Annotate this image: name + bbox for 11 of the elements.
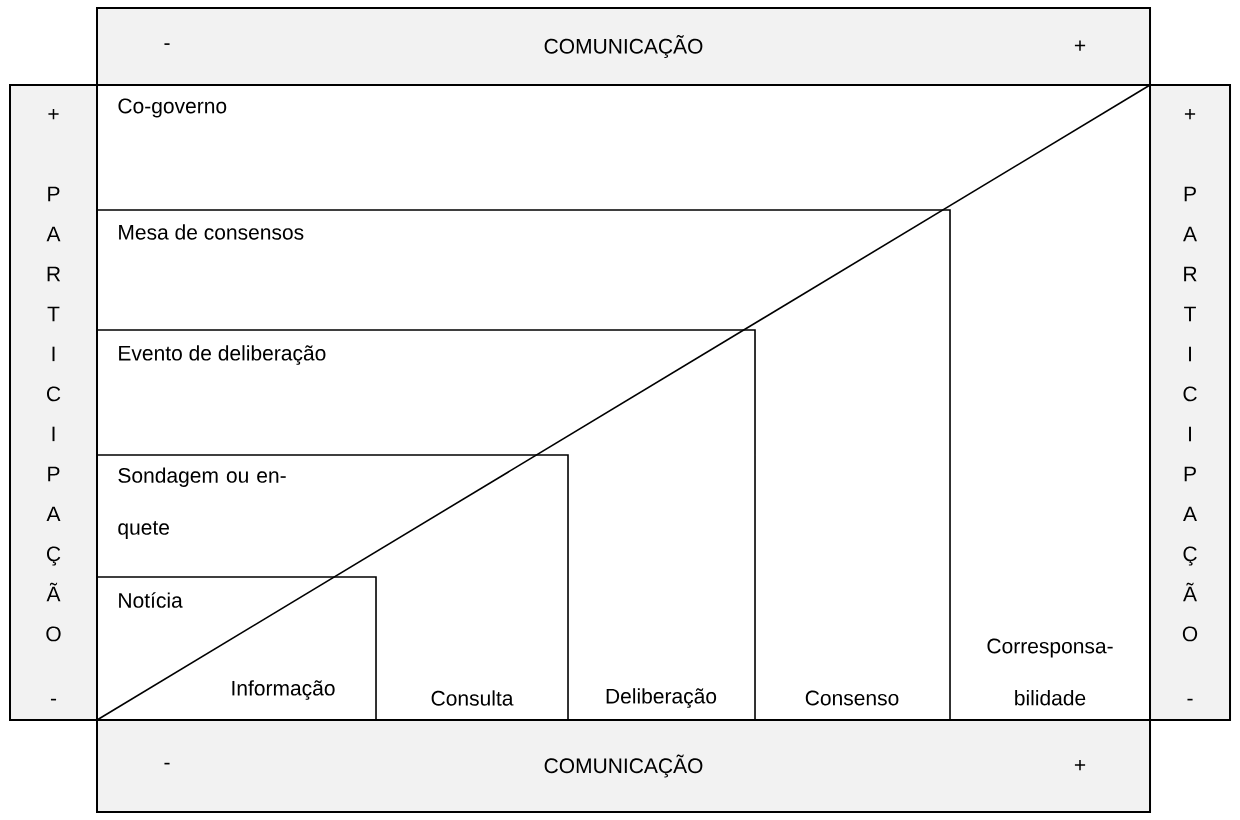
participation-band: + - PARTICIPAÇÃO (9, 84, 98, 721)
participation-band: + - PARTICIPAÇÃO (1149, 84, 1231, 721)
communication-band: COMUNICAÇÃO - + (96, 719, 1151, 813)
cell-label: Co-governo (118, 98, 227, 118)
cell-label: Evento de deliberação (119, 345, 326, 365)
cell-label: Informação (232, 680, 335, 700)
cell-label: Corresponsa- bilidade (987, 638, 1113, 706)
cell-label: Mesa de consensos (119, 224, 304, 240)
cell-label: Notícia (119, 592, 183, 608)
cell-label: Sondagem ou en- quete (118, 467, 286, 539)
communication-band: COMUNICAÇÃO - + (96, 7, 1151, 86)
